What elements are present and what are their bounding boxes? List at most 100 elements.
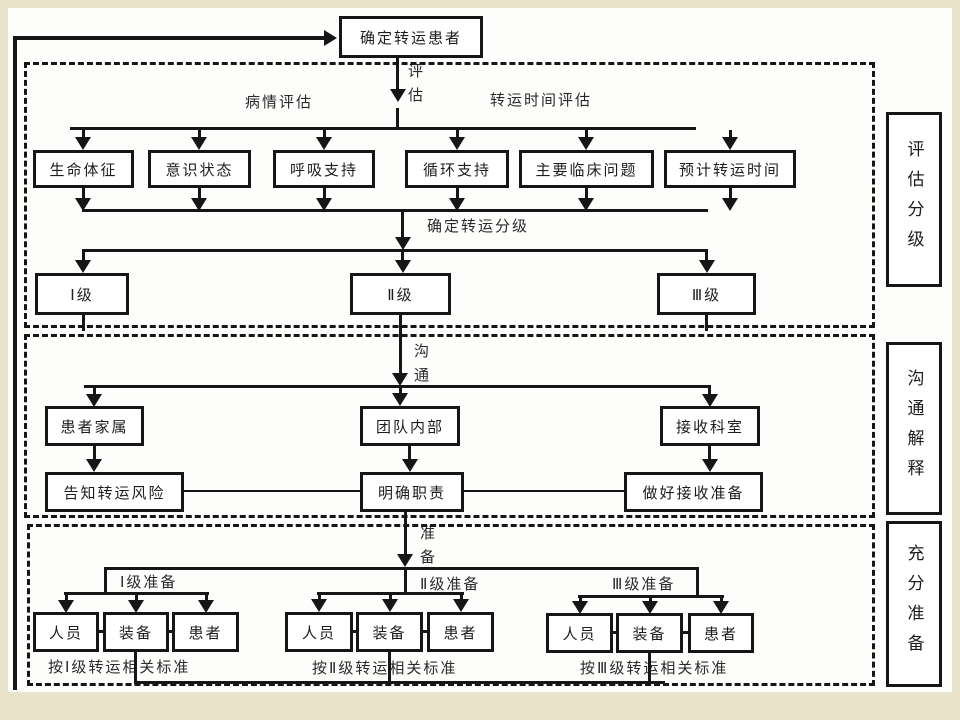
connector-line	[585, 188, 588, 199]
connector-line	[65, 595, 68, 601]
arrow-head-icon	[395, 237, 411, 250]
connector-line	[135, 595, 138, 601]
connector-line	[708, 388, 711, 395]
connector-line	[578, 595, 724, 598]
connector-line	[401, 211, 404, 238]
connector-line	[351, 630, 359, 633]
arrow-head-icon	[453, 599, 469, 612]
connector-line	[104, 567, 698, 570]
node-prep-g1-patient: 患者	[172, 612, 239, 652]
connector-line	[317, 592, 464, 595]
node-estimated-transfer-time: 预计转运时间	[664, 150, 796, 188]
connector-line	[421, 630, 429, 633]
label-determine-transfer-grade: 确定转运分级	[427, 218, 530, 235]
node-prep-g3-personnel: 人员	[546, 613, 613, 653]
arrow-head-icon	[128, 600, 144, 613]
connector-line	[399, 315, 402, 336]
arrow-head-icon	[390, 89, 406, 102]
connector-line	[134, 681, 665, 684]
connector-line	[389, 595, 392, 600]
node-receiving-preparation: 做好接收准备	[624, 472, 763, 512]
connector-line	[648, 653, 651, 683]
connector-line	[82, 188, 85, 199]
node-respiratory-support: 呼吸支持	[273, 150, 375, 188]
arrow-head-icon	[75, 137, 91, 150]
arrow-head-icon	[191, 137, 207, 150]
arrow-head-icon	[191, 198, 207, 211]
connector-line	[82, 209, 708, 212]
node-determine-transfer-patient: 确定转运患者	[339, 16, 483, 58]
section-preparation-border	[27, 524, 875, 686]
connector-line	[729, 188, 732, 199]
connector-line	[82, 252, 85, 262]
node-prep-g1-personnel: 人员	[33, 612, 99, 652]
sidebar-full-preparation: 充分准备	[886, 521, 942, 687]
arrow-head-icon	[702, 394, 718, 407]
arrow-head-icon	[578, 137, 594, 150]
arrow-head-icon	[86, 394, 102, 407]
label-prep-level-2: Ⅱ级准备	[420, 576, 481, 593]
connector-line	[323, 188, 326, 199]
arrow-head-icon	[75, 260, 91, 273]
connector-line	[408, 446, 411, 460]
arrow-head-icon	[449, 137, 465, 150]
connector-line	[82, 315, 85, 331]
connector-line	[705, 252, 708, 262]
node-prep-g2-equipment: 装备	[356, 612, 423, 652]
sidebar-assessment-grading: 评估分级	[886, 112, 942, 287]
node-grade-2: Ⅱ级	[350, 273, 451, 315]
node-vital-signs: 生命体征	[33, 150, 134, 188]
connector-line	[611, 631, 619, 634]
sheet-background	[8, 8, 952, 692]
connector-line	[323, 130, 326, 138]
section-communication-border	[24, 334, 875, 518]
connector-line	[720, 598, 723, 602]
connector-line	[396, 58, 399, 90]
connector-line	[399, 336, 402, 374]
node-prep-g2-personnel: 人员	[285, 612, 353, 652]
arrow-head-icon	[392, 393, 408, 406]
node-grade-3: Ⅲ级	[657, 273, 756, 315]
node-prep-g3-patient: 患者	[688, 613, 754, 653]
node-consciousness-state: 意识状态	[148, 150, 251, 188]
sidebar-communication-explanation: 沟通解释	[886, 342, 942, 515]
arrow-head-icon	[198, 600, 214, 613]
node-inform-transfer-risk: 告知转运风险	[45, 472, 184, 512]
arrow-head-icon	[642, 601, 658, 614]
connector-line	[198, 130, 201, 138]
arrow-head-icon	[713, 601, 729, 614]
connector-line	[708, 446, 711, 460]
label-prep-level-1: Ⅰ级准备	[120, 574, 178, 591]
connector-line	[82, 249, 708, 252]
connector-line	[681, 631, 690, 634]
arrow-head-icon	[722, 198, 738, 211]
connector-line	[579, 598, 582, 602]
node-main-clinical-issues: 主要临床问题	[519, 150, 654, 188]
connector-line	[404, 512, 407, 555]
label-prep-level-3: Ⅲ级准备	[612, 576, 676, 593]
node-prep-g3-equipment: 装备	[616, 613, 683, 653]
label-transfer-time-assessment: 转运时间评估	[490, 92, 593, 109]
connector-line	[399, 388, 402, 394]
node-grade-1: Ⅰ级	[35, 273, 129, 315]
connector-line	[318, 595, 321, 600]
connector-line	[696, 567, 699, 597]
node-team-internal: 团队内部	[360, 406, 460, 446]
connector-line	[464, 490, 624, 492]
arrow-head-icon	[397, 554, 413, 567]
arrow-head-icon	[722, 137, 738, 150]
arrow-head-icon	[382, 599, 398, 612]
arrow-head-icon	[324, 30, 337, 46]
arrow-head-icon	[699, 260, 715, 273]
connector-line	[388, 652, 391, 685]
connector-line	[93, 446, 96, 460]
arrow-head-icon	[86, 459, 102, 472]
label-standard-level-1: 按Ⅰ级转运相关标准	[48, 659, 191, 676]
connector-line	[97, 630, 106, 633]
label-communication-vertical: 沟通	[412, 343, 429, 391]
arrow-head-icon	[402, 459, 418, 472]
node-prep-g2-patient: 患者	[427, 612, 494, 652]
connector-line	[404, 567, 407, 594]
connector-line	[13, 36, 327, 40]
